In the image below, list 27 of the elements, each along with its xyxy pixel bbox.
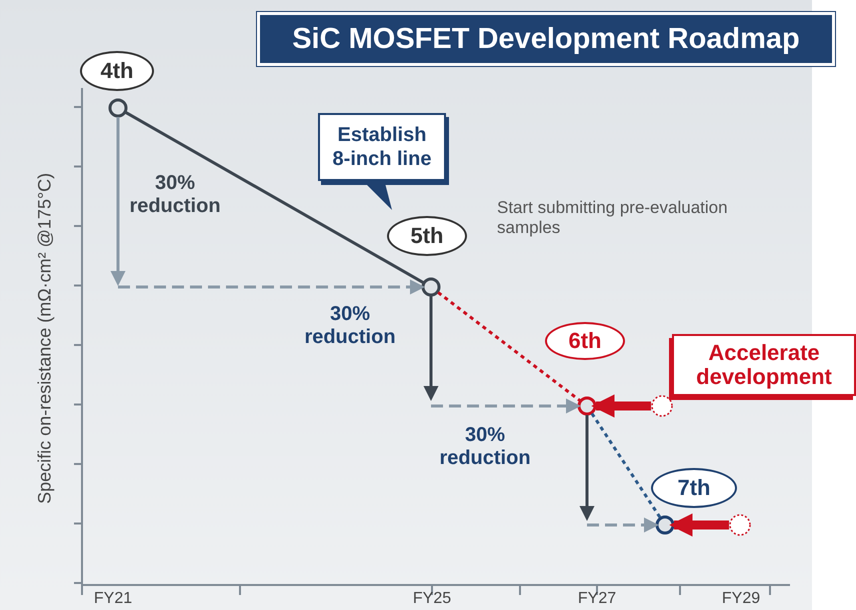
arrow xyxy=(110,117,126,286)
data-point xyxy=(656,516,674,534)
axis-title: Specific on-resistance (mΩ·cm² @175°C) xyxy=(34,172,56,506)
trend-line xyxy=(437,291,581,402)
reduction-note: 30% reduction xyxy=(438,424,532,470)
dotted-circle xyxy=(729,514,751,536)
arrow xyxy=(424,296,438,401)
trend-line xyxy=(590,412,662,518)
axis-tick-label: FY27 xyxy=(576,590,618,608)
arrow xyxy=(591,394,651,418)
title-banner: SiC MOSFET Development Roadmap xyxy=(257,12,835,66)
reduction-note: 30% reduction xyxy=(303,303,397,349)
dotted-circle xyxy=(651,395,673,417)
axis-tick-label: FY25 xyxy=(412,590,452,608)
arrow xyxy=(431,398,581,414)
data-point xyxy=(108,98,128,118)
trend-line xyxy=(125,111,424,284)
arrow xyxy=(580,415,594,521)
data-point xyxy=(578,396,596,416)
axis-tick-label: FY29 xyxy=(720,590,762,608)
data-point xyxy=(422,278,440,296)
arrow xyxy=(587,518,659,532)
arrow xyxy=(118,280,425,294)
axis-tick-label: FY21 xyxy=(92,590,134,608)
arrow xyxy=(669,513,729,537)
reduction-note: 30% reduction xyxy=(128,172,222,218)
note: Start submitting pre-evaluation samples xyxy=(497,198,729,238)
